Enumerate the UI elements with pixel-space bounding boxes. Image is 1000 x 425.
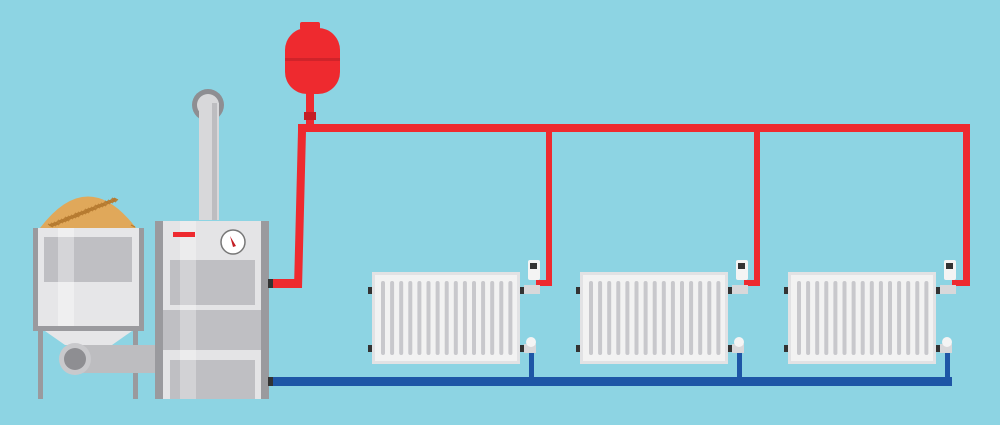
radiator-fin <box>472 281 476 355</box>
radiator-fin <box>869 281 874 355</box>
indicator-light <box>173 232 195 237</box>
radiator-fin <box>381 281 385 355</box>
radiator-fin <box>444 281 449 355</box>
radiator-fin <box>417 281 422 355</box>
radiator-fin <box>716 281 721 355</box>
expansion-tank <box>285 22 340 125</box>
radiator-fin <box>598 281 603 355</box>
boiler <box>155 221 273 399</box>
radiator-fin <box>878 281 883 355</box>
radiator-fin <box>408 281 413 355</box>
pressure-gauge-icon <box>220 229 246 255</box>
radiator-fin <box>897 281 902 355</box>
radiator-fin <box>906 281 911 355</box>
return-valve-icon[interactable] <box>940 337 952 353</box>
radiator-fin <box>490 281 495 355</box>
radiator-fin <box>680 281 684 355</box>
thermostatic-valve-icon[interactable] <box>940 260 956 294</box>
radiator-fin <box>607 281 612 355</box>
radiator-fin <box>689 281 694 355</box>
radiator-fin <box>661 281 666 355</box>
radiator-fin <box>707 281 712 355</box>
radiator-fin <box>652 281 657 355</box>
return-valve-icon[interactable] <box>524 337 536 353</box>
radiator-fin <box>453 281 458 355</box>
radiator-fin <box>390 281 395 355</box>
return-valve-icon[interactable] <box>732 337 744 353</box>
supply-pipe <box>268 124 970 288</box>
radiator-fin <box>426 281 431 355</box>
radiator-fin <box>806 281 811 355</box>
radiator-fin <box>824 281 829 355</box>
radiator-fin <box>481 281 486 355</box>
radiator-fin <box>670 281 675 355</box>
radiator-fin <box>842 281 847 355</box>
radiator-fin <box>815 281 820 355</box>
radiator-fin <box>589 281 593 355</box>
radiator <box>784 260 968 380</box>
radiator-fin <box>698 281 703 355</box>
radiator-fin <box>462 281 467 355</box>
radiator-fin <box>888 281 892 355</box>
return-riser <box>737 352 742 380</box>
radiator-fin <box>797 281 801 355</box>
return-pipe <box>268 377 952 386</box>
radiator-fin <box>915 281 920 355</box>
supply-riser <box>754 128 760 286</box>
return-riser <box>529 352 534 380</box>
return-riser <box>945 352 950 380</box>
radiator <box>576 128 760 380</box>
radiator-fin <box>616 281 621 355</box>
thermostatic-valve-icon[interactable] <box>732 260 748 294</box>
thermostatic-valve-icon[interactable] <box>524 260 540 294</box>
radiator-fin <box>851 281 856 355</box>
radiator-fin <box>508 281 513 355</box>
radiator-fin <box>643 281 648 355</box>
radiator <box>368 128 552 380</box>
supply-riser <box>546 128 552 286</box>
radiator-fin <box>634 281 639 355</box>
radiator-fin <box>499 281 504 355</box>
radiator-fin <box>435 281 440 355</box>
radiators <box>368 128 968 380</box>
radiator-fin <box>625 281 630 355</box>
radiator-fin <box>399 281 404 355</box>
pellet-hopper <box>33 196 157 399</box>
chimney <box>192 89 224 220</box>
radiator-fin <box>833 281 838 355</box>
radiator-fin <box>924 281 929 355</box>
radiator-fin <box>860 281 865 355</box>
